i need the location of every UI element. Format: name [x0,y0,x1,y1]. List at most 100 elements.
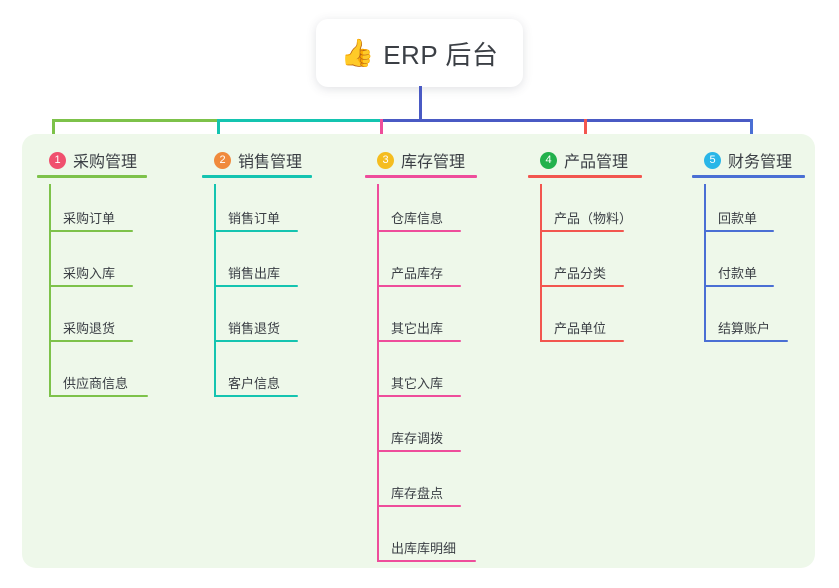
branch-item-rule [49,230,133,232]
branch-item-label: 销售出库 [228,266,281,281]
branch-header-rule-5 [692,175,805,178]
content-panel [22,134,815,568]
branch-item[interactable]: 采购入库 [37,239,137,294]
branch-badge-3: 3 [377,151,394,169]
root-stem [419,86,422,122]
branch-item[interactable]: 出库库明细 [365,514,476,569]
branch-column-3: 3 库存管理仓库信息产品库存其它出库其它入库库存调拨库存盘点出库库明细 [365,145,477,569]
branch-item[interactable]: 客户信息 [202,349,302,404]
branch-item-rule [49,340,133,342]
branch-item-label: 其它出库 [391,321,444,336]
branch-item-list-3: 仓库信息产品库存其它出库其它入库库存调拨库存盘点出库库明细 [365,184,476,569]
branch-item[interactable]: 采购退货 [37,294,137,349]
branch-item-label: 库存调拨 [391,431,444,446]
branch-item-rule [214,340,298,342]
branch-item-rule [214,230,298,232]
branch-item[interactable]: 销售出库 [202,239,302,294]
branch-title-3: 库存管理 [401,154,466,171]
root-node-title: ERP 后台 [383,39,499,70]
bus-segment-1 [52,119,217,122]
branch-item-rule [214,285,298,287]
branch-item-rule [377,230,461,232]
branch-item[interactable]: 付款单 [692,239,792,294]
branch-item-rule [377,395,461,397]
branch-item-label: 产品分类 [554,266,607,281]
branch-item-label: 销售退货 [228,321,281,336]
branch-column-2: 2 销售管理销售订单销售出库销售退货客户信息 [202,145,312,404]
branch-item-label: 供应商信息 [63,376,129,391]
branch-item-label: 采购订单 [63,211,116,226]
branch-header-5[interactable]: 5 财务管理 [692,145,805,178]
branch-badge-2: 2 [214,151,231,169]
branch-item[interactable]: 其它入库 [365,349,465,404]
branch-item[interactable]: 销售退货 [202,294,302,349]
branch-item-rule [377,505,461,507]
branch-item-label: 结算账户 [718,321,771,336]
branch-item[interactable]: 产品库存 [365,239,465,294]
branch-item-list-2: 销售订单销售出库销售退货客户信息 [202,184,302,404]
branch-header-rule-2 [202,175,312,178]
branch-item-label: 其它入库 [391,376,444,391]
branch-item-label: 销售订单 [228,211,281,226]
branch-item-rule [704,285,774,287]
branch-title-5: 财务管理 [728,154,793,171]
branch-item-label: 付款单 [718,266,758,281]
branch-item-label: 客户信息 [228,376,281,391]
branch-item-list-5: 回款单付款单结算账户 [692,184,792,349]
branch-item-rule [214,395,298,397]
branch-item-rule [377,285,461,287]
branch-item-rule [377,340,461,342]
branch-header-4[interactable]: 4 产品管理 [528,145,642,178]
bus-segment-3 [380,119,753,122]
branch-trunk-5 [704,184,706,342]
branch-trunk-2 [214,184,216,397]
branch-title-2: 销售管理 [238,154,303,171]
branch-item-label: 回款单 [718,211,758,226]
branch-item[interactable]: 仓库信息 [365,184,465,239]
branch-item[interactable]: 结算账户 [692,294,792,349]
branch-item[interactable]: 供应商信息 [37,349,148,404]
branch-item-rule [49,285,133,287]
branch-item-rule [540,285,624,287]
branch-item[interactable]: 产品单位 [528,294,628,349]
bus-segment-2 [217,119,380,122]
branch-title-4: 产品管理 [564,154,629,171]
branch-column-4: 4 产品管理产品（物料） 产品分类产品单位 [528,145,642,349]
branch-item-list-4: 产品（物料） 产品分类产品单位 [528,184,632,349]
root-node-card[interactable]: 👍 ERP 后台 [316,19,523,87]
branch-item-rule [377,450,461,452]
branch-item[interactable]: 库存盘点 [365,459,465,514]
branch-item-rule [704,340,788,342]
branch-item[interactable]: 产品（物料） [528,184,632,239]
branch-item-rule [377,560,476,562]
thumbs-up-icon: 👍 [340,37,375,68]
branch-item[interactable]: 库存调拨 [365,404,465,459]
branch-badge-1: 1 [49,151,66,169]
branch-header-rule-3 [365,175,477,178]
branch-item-label: 产品库存 [391,266,444,281]
branch-item-label: 出库库明细 [391,541,457,556]
branch-item-rule [540,230,624,232]
branch-trunk-3 [377,184,379,562]
branch-item-label: 仓库信息 [391,211,444,226]
branch-header-rule-1 [37,175,147,178]
branch-item-rule [704,230,774,232]
branch-item[interactable]: 回款单 [692,184,792,239]
branch-badge-4: 4 [540,151,557,169]
branch-header-rule-4 [528,175,642,178]
branch-header-3[interactable]: 3 库存管理 [365,145,477,178]
branch-item-label: 采购退货 [63,321,116,336]
branch-item-label: 采购入库 [63,266,116,281]
branch-item[interactable]: 产品分类 [528,239,628,294]
branch-item[interactable]: 销售订单 [202,184,302,239]
branch-item[interactable]: 其它出库 [365,294,465,349]
branch-item[interactable]: 采购订单 [37,184,137,239]
branch-item-rule [49,395,148,397]
branch-header-2[interactable]: 2 销售管理 [202,145,312,178]
branch-item-rule [540,340,624,342]
branch-badge-5: 5 [704,151,721,169]
branch-item-label: 产品（物料） [554,211,633,226]
